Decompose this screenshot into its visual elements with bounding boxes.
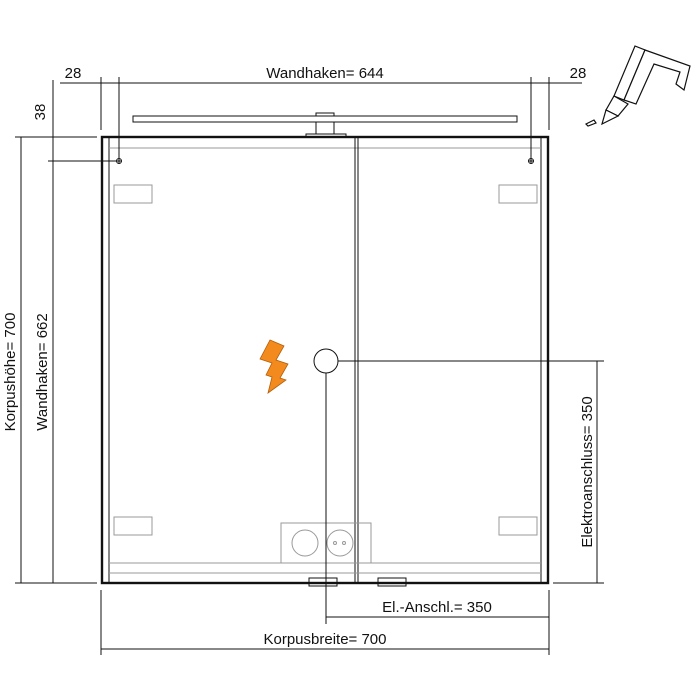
electrical-connection bbox=[313, 348, 339, 374]
hinges bbox=[113, 184, 538, 536]
electrical-horizontal-label: El.-Anschl.= 350 bbox=[382, 599, 492, 616]
electrical-height-label: Elektroanschluss= 350 bbox=[579, 396, 596, 547]
wall-hook-height-label: Wandhaken= 662 bbox=[34, 313, 51, 430]
left-offset-label: 28 bbox=[65, 65, 82, 82]
lightning-icon bbox=[259, 339, 289, 394]
foot bbox=[377, 577, 407, 587]
top-dimension bbox=[60, 77, 582, 158]
wall-hook-width-label: Wandhaken= 644 bbox=[266, 65, 383, 82]
top-offset-label: 38 bbox=[32, 104, 49, 121]
foot bbox=[308, 577, 338, 587]
left-dimensions bbox=[15, 80, 117, 584]
cabinet-body bbox=[100, 135, 550, 585]
body-width-label: Korpusbreite= 700 bbox=[263, 631, 386, 648]
right-offset-label: 28 bbox=[570, 65, 587, 82]
body-height-label: Korpushöhe= 700 bbox=[2, 313, 19, 432]
screw-icon bbox=[116, 158, 534, 164]
lamp bbox=[132, 112, 518, 138]
drill-icon bbox=[584, 45, 691, 127]
